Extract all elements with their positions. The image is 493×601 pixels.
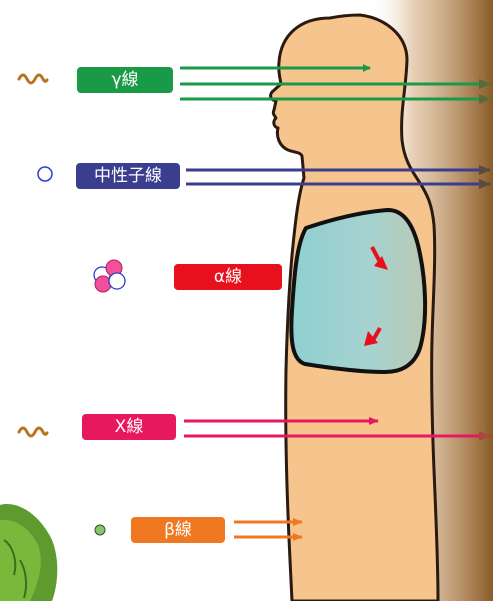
beta-ray-label: β線 <box>131 517 225 543</box>
alpha-ray-label: α線 <box>174 264 282 290</box>
helium-nucleus-icon <box>94 260 125 292</box>
gamma-ray-label: γ線 <box>77 67 173 93</box>
electron-dot-icon <box>95 525 105 535</box>
wave-photon-icon <box>19 428 47 436</box>
wave-photon-icon <box>19 75 47 83</box>
xray-label: X線 <box>82 414 176 440</box>
foliage-decoration <box>0 504 57 601</box>
neutron-ray-label: 中性子線 <box>76 163 180 189</box>
neutron-circle-icon <box>38 167 52 181</box>
lung-organ <box>291 210 425 372</box>
